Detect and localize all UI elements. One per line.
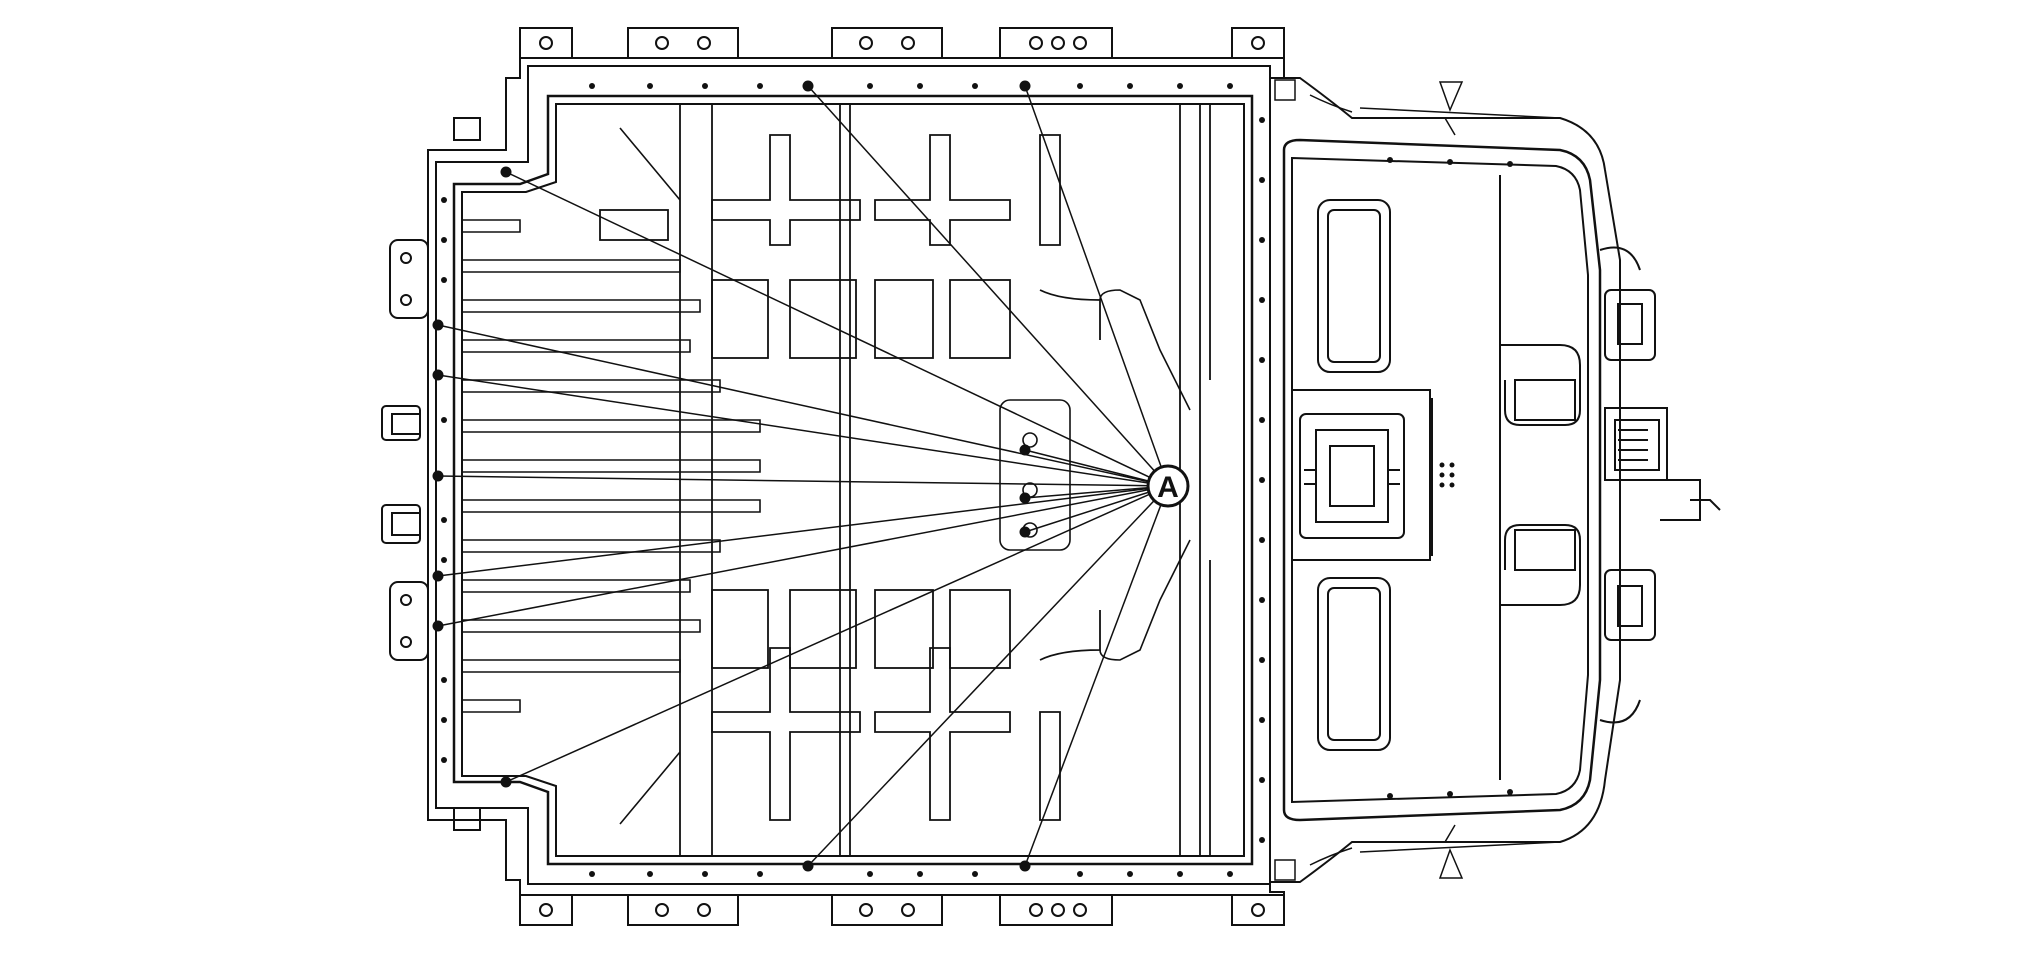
callout-a: A xyxy=(437,85,1190,867)
lower-window xyxy=(1317,577,1391,751)
upper-window xyxy=(1317,199,1391,373)
top-mounting-tabs xyxy=(519,27,1285,59)
front-module-section xyxy=(1259,77,1721,883)
module-pockets-bottom xyxy=(711,589,1101,821)
left-side-brackets xyxy=(381,117,481,831)
central-cover-area xyxy=(619,127,1191,825)
callout-label: A xyxy=(1157,471,1179,504)
tray-channels xyxy=(462,219,761,713)
tray-inner-wall xyxy=(452,94,1254,866)
module-pockets-top xyxy=(599,134,1101,359)
callout-leader-lines xyxy=(437,85,1169,867)
front-module-inner xyxy=(1282,138,1602,822)
tray-perimeter-bolts xyxy=(441,83,1233,877)
callout-circle xyxy=(1146,464,1190,508)
edge-hardware xyxy=(1274,79,1561,881)
main-tray xyxy=(381,27,1285,926)
right-connectors xyxy=(1599,246,1721,724)
bottom-mounting-tabs xyxy=(519,894,1285,926)
front-module-outer xyxy=(1269,77,1621,883)
front-module-bolts xyxy=(1259,117,1513,843)
center-connector xyxy=(1292,389,1431,561)
